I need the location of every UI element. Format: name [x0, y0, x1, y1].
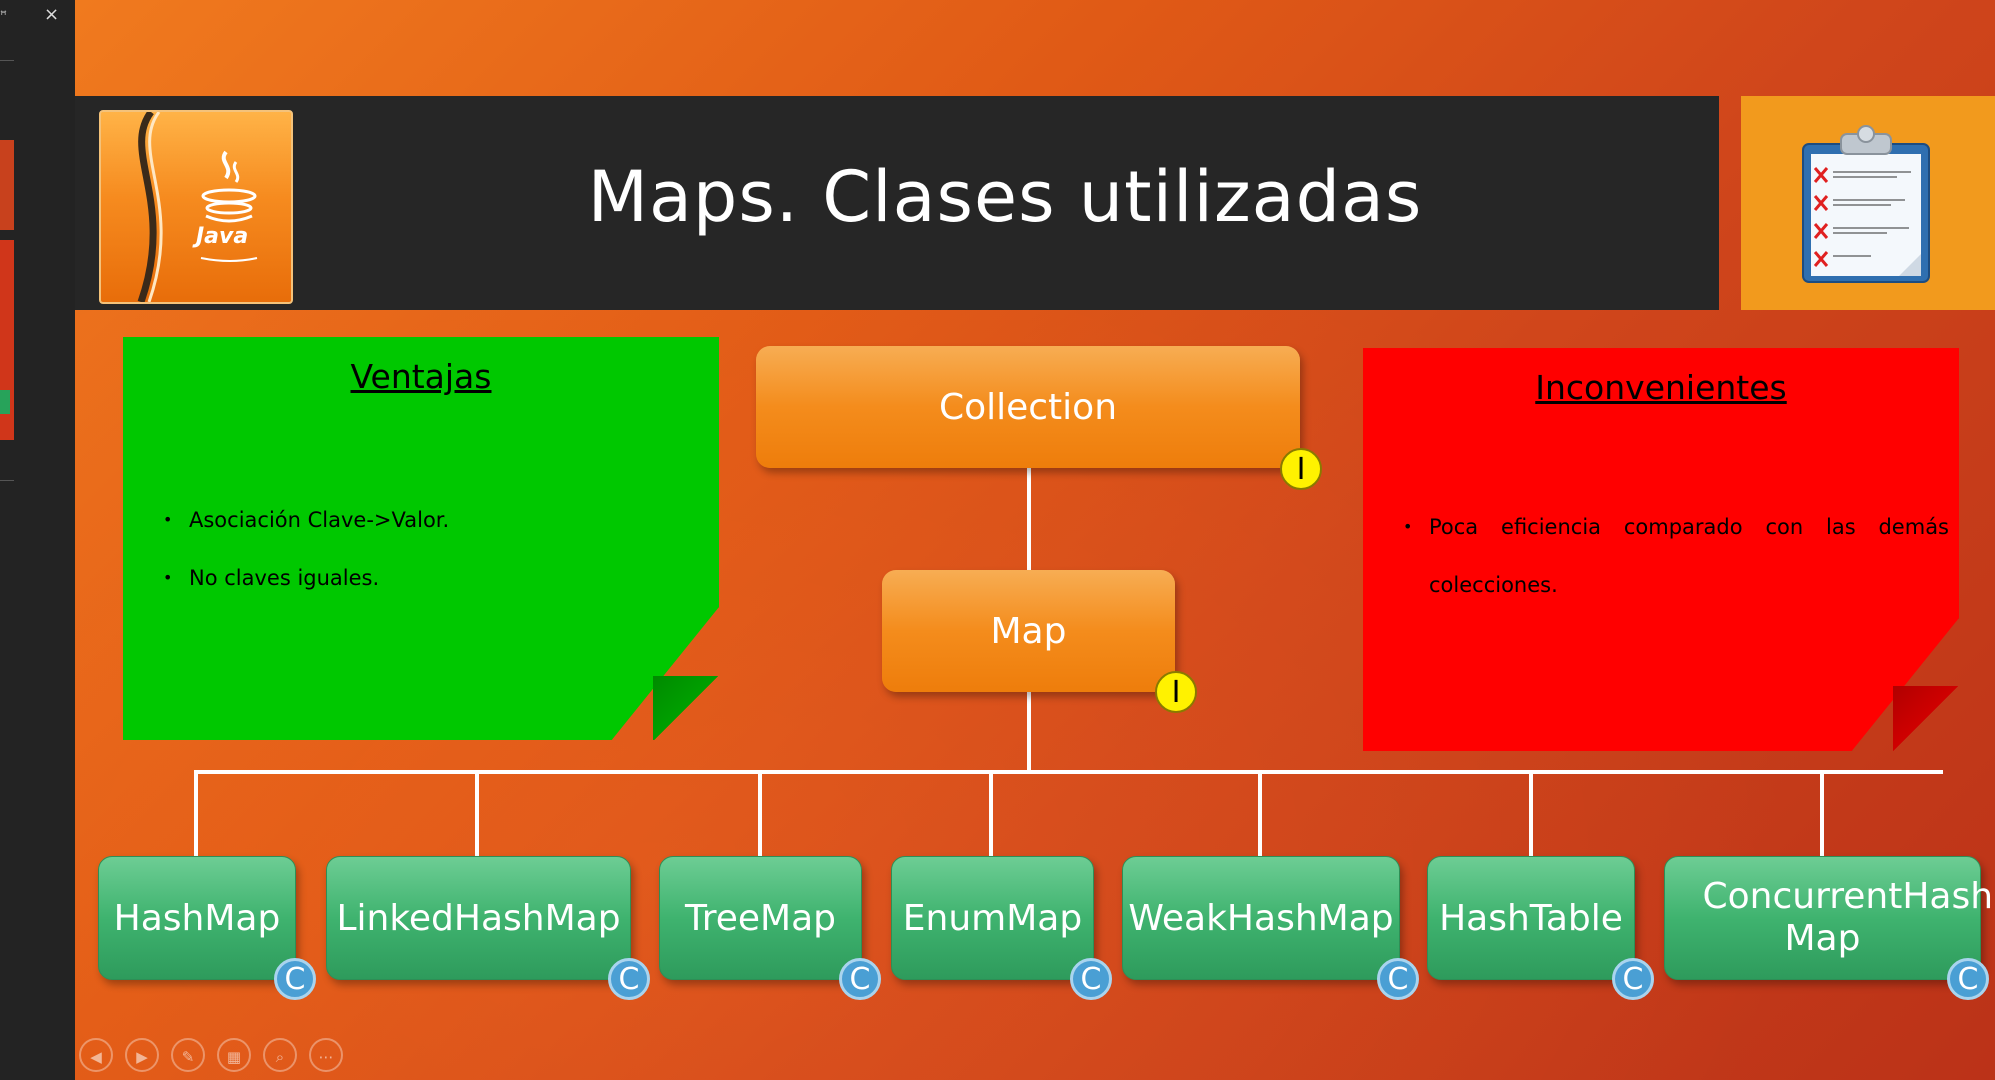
advantages-note-fold: [653, 676, 719, 740]
badge-label: I: [1171, 674, 1181, 710]
zoom-icon[interactable]: ⌕: [263, 1038, 297, 1072]
box-label: HashTable: [1439, 897, 1623, 939]
slide-canvas: Java Maps. Clases utilizadas: [75, 0, 1995, 1080]
list-item: Asociación Clave->Valor.: [163, 503, 709, 537]
badge-label: I: [1296, 451, 1306, 487]
disadvantages-note-fold: [1893, 686, 1959, 751]
java-cup-icon: [137, 112, 258, 302]
connector-line: [989, 770, 993, 856]
advantages-title: Ventajas: [350, 357, 492, 396]
pen-tool-icon[interactable]: ✎: [171, 1038, 205, 1072]
list-item: Poca eficiencia comparado con las demás …: [1403, 498, 1949, 614]
weakhashmap-class-box: WeakHashMap: [1122, 856, 1400, 980]
class-badge-icon: C: [1070, 958, 1112, 1000]
connector-line: [1027, 468, 1031, 570]
box-label: Collection: [938, 386, 1118, 428]
panel-divider: [0, 480, 14, 481]
next-slide-icon[interactable]: ▶: [125, 1038, 159, 1072]
badge-label: C: [618, 961, 640, 997]
collection-interface-box: Collection: [756, 346, 1300, 468]
java-logo-text: Java: [196, 224, 249, 249]
disadvantages-note: Inconvenientes Poca eficiencia comparado…: [1363, 348, 1959, 751]
disadvantages-list: Poca eficiencia comparado con las demás …: [1393, 498, 1949, 614]
slide-title: Maps. Clases utilizadas: [587, 156, 1423, 238]
java-logo: Java: [99, 110, 293, 304]
connector-line: [1258, 770, 1262, 856]
box-label: LinkedHashMap: [336, 897, 621, 939]
panel-divider: [0, 60, 14, 61]
panel-menu-icon[interactable]: ꟸ: [0, 8, 7, 22]
interface-badge-icon: I: [1280, 448, 1322, 490]
class-badge-icon: C: [839, 958, 881, 1000]
enummap-class-box: EnumMap: [891, 856, 1094, 980]
treemap-class-box: TreeMap: [659, 856, 862, 980]
title-bar: Java Maps. Clases utilizadas: [75, 96, 1719, 310]
advantages-note: Ventajas Asociación Clave->Valor. No cla…: [123, 337, 719, 740]
connector-bus: [194, 770, 1943, 774]
box-label: EnumMap: [902, 897, 1083, 939]
connector-line: [475, 770, 479, 856]
clipboard-image-box: [1741, 96, 1995, 310]
concurrenthashmap-class-box: ConcurrentHash Map: [1664, 856, 1994, 980]
disadvantages-title: Inconvenientes: [1535, 368, 1787, 407]
more-options-icon[interactable]: ⋯: [309, 1038, 343, 1072]
map-interface-box: Map: [882, 570, 1175, 692]
box-label: Map: [990, 610, 1067, 652]
close-panel-button[interactable]: ×: [44, 4, 60, 25]
class-badge-icon: C: [1947, 958, 1989, 1000]
class-badge-icon: C: [274, 958, 316, 1000]
class-badge-icon: C: [608, 958, 650, 1000]
slide-thumbnail[interactable]: [0, 140, 14, 230]
advantages-list: Asociación Clave->Valor. No claves igual…: [153, 503, 709, 619]
badge-label: C: [284, 961, 306, 997]
connector-line: [1027, 692, 1031, 772]
connector-line: [1820, 770, 1824, 856]
slide-thumbnail-panel: ꟸ ×: [0, 0, 75, 1080]
badge-label: C: [1622, 961, 1644, 997]
linkedhashmap-class-box: LinkedHashMap: [326, 856, 631, 980]
badge-label: C: [1080, 961, 1102, 997]
presenter-controls: ◀ ▶ ✎ ▦ ⌕ ⋯: [79, 1038, 343, 1072]
list-item: No claves iguales.: [163, 561, 709, 595]
badge-label: C: [1957, 961, 1979, 997]
see-all-slides-icon[interactable]: ▦: [217, 1038, 251, 1072]
box-label: WeakHashMap: [1128, 897, 1394, 939]
box-label: ConcurrentHash Map: [1702, 876, 1994, 959]
badge-label: C: [1387, 961, 1409, 997]
box-label: HashMap: [113, 897, 281, 939]
connector-line: [758, 770, 762, 856]
connector-line: [1529, 770, 1533, 856]
connector-line: [194, 770, 198, 856]
class-badge-icon: C: [1377, 958, 1419, 1000]
class-badge-icon: C: [1612, 958, 1654, 1000]
hashmap-class-box: HashMap: [98, 856, 296, 980]
box-label: TreeMap: [685, 897, 836, 939]
hashtable-class-box: HashTable: [1427, 856, 1635, 980]
slide-thumbnail-marker: [0, 390, 10, 414]
clipboard-checklist-icon: [1802, 125, 1930, 283]
badge-label: C: [849, 961, 871, 997]
interface-badge-icon: I: [1155, 671, 1197, 713]
previous-slide-icon[interactable]: ◀: [79, 1038, 113, 1072]
